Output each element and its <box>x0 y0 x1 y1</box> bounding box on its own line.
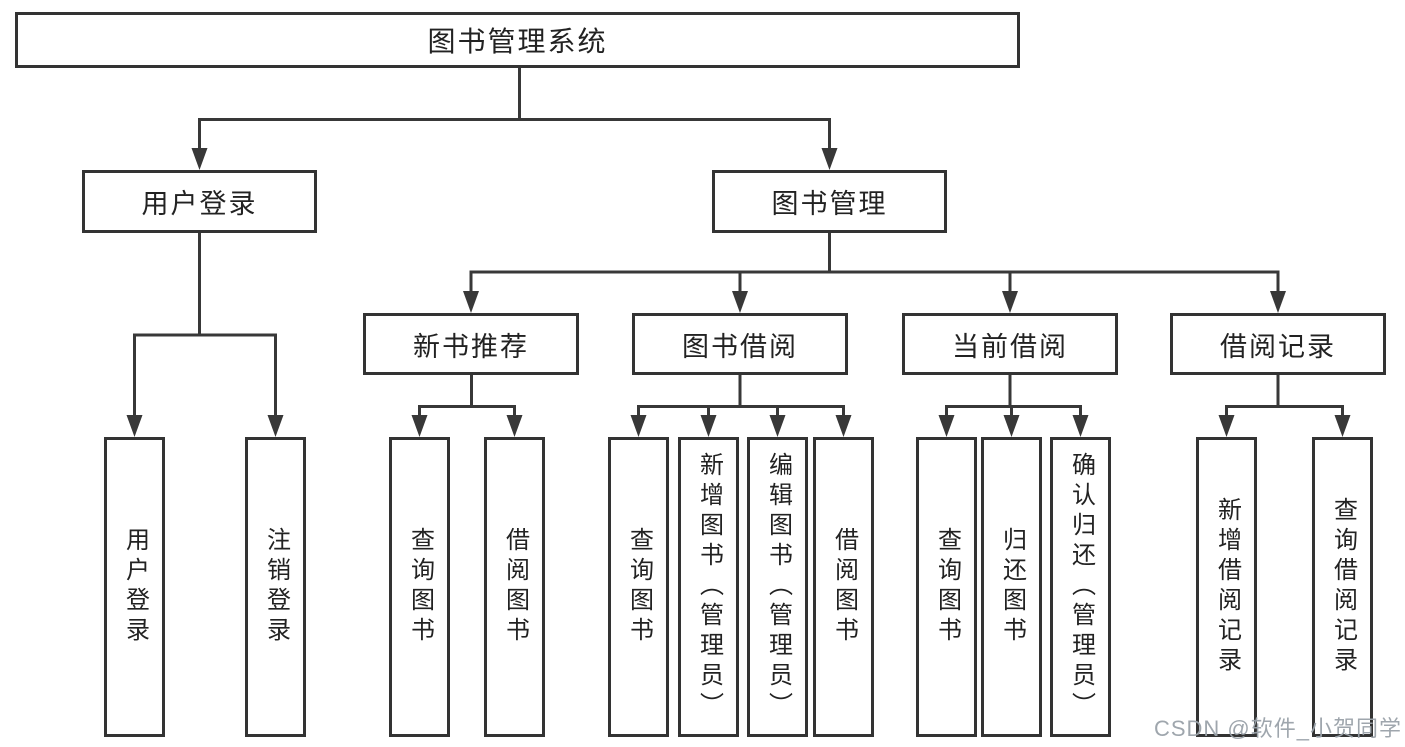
leaf-return-books-label: 归还图书 <box>998 527 1026 647</box>
leaf-confirm-return-admin-label: 确认归还（管理员） <box>1067 452 1095 722</box>
leaf-recommend-borrow-books: 借阅图书 <box>484 437 545 737</box>
leaf-confirm-return-admin: 确认归还（管理员） <box>1050 437 1111 737</box>
node-user-login: 用户登录 <box>82 170 317 233</box>
node-current-borrow-label: 当前借阅 <box>952 331 1068 362</box>
leaf-recommend-query-books: 查询图书 <box>389 437 450 737</box>
leaf-query-borrow-record: 查询借阅记录 <box>1312 437 1373 737</box>
node-borrow-records-label: 借阅记录 <box>1220 331 1336 362</box>
node-book-borrow: 图书借阅 <box>632 313 848 375</box>
node-user-login-label: 用户登录 <box>141 189 258 219</box>
leaf-current-query-books: 查询图书 <box>916 437 977 737</box>
leaf-add-books-admin-label: 新增图书（管理员） <box>695 452 723 722</box>
node-book-management-label: 图书管理 <box>771 189 888 219</box>
leaf-edit-books-admin: 编辑图书（管理员） <box>747 437 808 737</box>
node-new-book-recommend: 新书推荐 <box>363 313 579 375</box>
node-root-system: 图书管理系统 <box>15 12 1020 68</box>
node-book-borrow-label: 图书借阅 <box>682 331 798 362</box>
leaf-recommend-borrow-books-label: 借阅图书 <box>501 527 529 647</box>
leaf-edit-books-admin-label: 编辑图书（管理员） <box>764 452 792 722</box>
node-borrow-records: 借阅记录 <box>1170 313 1386 375</box>
leaf-add-books-admin: 新增图书（管理员） <box>678 437 739 737</box>
csdn-watermark: CSDN @软件_小贺同学 <box>1153 716 1402 741</box>
leaf-logout: 注销登录 <box>245 437 306 737</box>
leaf-recommend-query-books-label: 查询图书 <box>406 527 434 647</box>
leaf-add-borrow-record-label: 新增借阅记录 <box>1213 497 1241 677</box>
leaf-return-books: 归还图书 <box>981 437 1042 737</box>
leaf-current-query-books-label: 查询图书 <box>933 527 961 647</box>
node-new-book-recommend-label: 新书推荐 <box>413 331 529 362</box>
leaf-user-login: 用户登录 <box>104 437 165 737</box>
leaf-borrow-query-books-label: 查询图书 <box>625 527 653 647</box>
node-book-management: 图书管理 <box>712 170 947 233</box>
leaf-borrow-books: 借阅图书 <box>813 437 874 737</box>
node-current-borrow: 当前借阅 <box>902 313 1118 375</box>
leaf-user-login-label: 用户登录 <box>121 527 149 647</box>
leaf-logout-label: 注销登录 <box>262 527 290 647</box>
leaf-add-borrow-record: 新增借阅记录 <box>1196 437 1257 737</box>
leaf-borrow-query-books: 查询图书 <box>608 437 669 737</box>
node-root-system-label: 图书管理系统 <box>427 26 608 57</box>
leaf-borrow-books-label: 借阅图书 <box>830 527 858 647</box>
leaf-query-borrow-record-label: 查询借阅记录 <box>1329 497 1357 677</box>
